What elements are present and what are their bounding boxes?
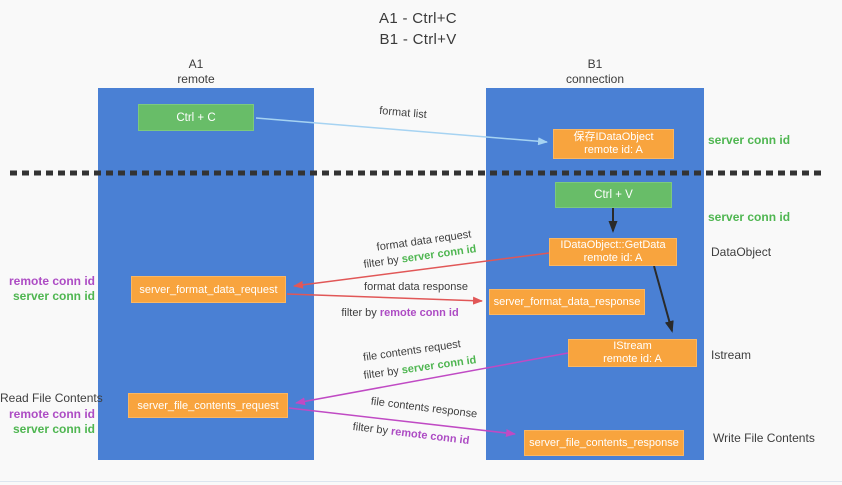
- istream-annotation: Istream: [711, 348, 752, 362]
- format-data-response-arrow: [286, 293, 483, 305]
- lane-b1-role: connection: [565, 72, 625, 86]
- server-file-contents-request-box: server_file_contents_request: [128, 393, 288, 418]
- server-conn-id-annotation-format: server conn id: [12, 289, 95, 303]
- server-format-data-response-box: server_format_data_response: [489, 289, 645, 315]
- file-response-label: server_file_contents_response: [529, 437, 679, 449]
- write-file-contents-annotation: Write File Contents: [713, 431, 815, 445]
- getdata-line2: remote id: A: [583, 252, 643, 264]
- server-file-contents-response-box: server_file_contents_response: [524, 430, 684, 456]
- ctrl-v-box: Ctrl + V: [555, 182, 672, 208]
- file-request-label: server_file_contents_request: [137, 399, 279, 412]
- remote-conn-id-annotation-format: remote conn id: [8, 274, 95, 288]
- ctrl-v-label: Ctrl + V: [594, 189, 633, 201]
- save-dataobject-box: 保存IDataObject remote id: A: [553, 129, 674, 159]
- format-list-arrow: [255, 117, 548, 146]
- title-line-2: B1 - Ctrl+V: [379, 31, 457, 48]
- server-format-data-request-box: server_format_data_request: [131, 276, 286, 303]
- remote-conn-id-annotation-file: remote conn id: [8, 407, 95, 421]
- format-data-request-arrow: [293, 252, 550, 289]
- remote-conn-id-text: remote conn id: [379, 307, 459, 319]
- format-data-response-filter-label: filter by remote conn id: [341, 307, 458, 319]
- lane-a1-name: A1: [188, 57, 204, 71]
- format-request-label: server_format_data_request: [139, 283, 278, 296]
- window-bottom-edge: [0, 481, 842, 482]
- getdata-to-istream-arrow: [653, 265, 674, 333]
- file-contents-response-arrow: [288, 407, 516, 437]
- ctrl-c-label: Ctrl + C: [176, 111, 216, 124]
- save-dataobject-line2: remote id: A: [584, 144, 643, 156]
- server-conn-id-annotation-file: server conn id: [12, 422, 95, 436]
- diagram-title: A1 - Ctrl+C B1 - Ctrl+V: [308, 8, 528, 50]
- save-dataobject-line1: 保存IDataObject: [573, 131, 654, 143]
- getdata-line1: IDataObject::GetData: [560, 239, 666, 251]
- read-file-contents-annotation: Read File Contents: [0, 391, 103, 405]
- lane-b1-name: B1: [587, 57, 603, 71]
- dataobject-annotation: DataObject: [711, 245, 772, 259]
- server-conn-id-annotation-top: server conn id: [708, 133, 791, 147]
- istream-box: IStream remote id: A: [568, 339, 697, 367]
- istream-line2: remote id: A: [603, 353, 662, 365]
- ctrl-c-box: Ctrl + C: [138, 104, 254, 131]
- istream-line1: IStream: [613, 340, 652, 352]
- filter-by-prefix: filter by: [341, 307, 380, 319]
- file-contents-request-arrow: [295, 352, 569, 406]
- lane-header-a1: A1 remote: [136, 57, 256, 87]
- server-conn-id-annotation-mid: server conn id: [708, 210, 791, 224]
- format-response-label: server_format_data_response: [493, 296, 641, 308]
- idataobject-getdata-box: IDataObject::GetData remote id: A: [549, 238, 677, 266]
- lane-a1-role: remote: [177, 72, 215, 86]
- format-data-response-arrow-label: format data response: [364, 281, 468, 293]
- title-line-1: A1 - Ctrl+C: [379, 10, 457, 27]
- lane-header-b1: B1 connection: [535, 57, 655, 87]
